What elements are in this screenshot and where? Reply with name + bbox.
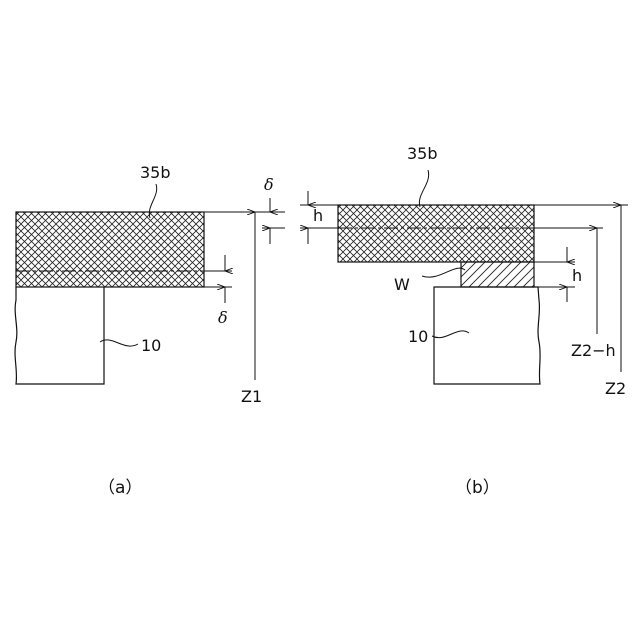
leader-w <box>422 268 465 277</box>
caption-a: （a） <box>98 478 142 498</box>
label-10-a: 10 <box>141 336 161 355</box>
label-delta-bottom-a: δ <box>218 308 228 327</box>
leader-10-b <box>432 331 469 338</box>
label-35b-b: 35b <box>407 144 438 163</box>
label-10-b: 10 <box>408 327 428 346</box>
leader-35b-b <box>419 170 428 207</box>
leader-10-a <box>100 340 138 346</box>
label-w: W <box>394 275 410 294</box>
figure-a: 35b 10 δ δ Z1 （a） <box>15 163 285 498</box>
figure-b: 35b W 10 h h Z2−h Z2 （b） <box>300 144 628 498</box>
label-h-top-b: h <box>313 206 323 225</box>
pad-35b-b <box>338 205 534 262</box>
label-delta-top-a: δ <box>264 175 274 194</box>
caption-b: （b） <box>455 478 500 498</box>
label-h-mid-b: h <box>572 266 582 285</box>
pad-35b-a <box>16 212 204 287</box>
label-z1: Z1 <box>241 387 262 406</box>
workpiece-w <box>461 262 534 287</box>
substrate-10-b <box>434 287 540 384</box>
substrate-10-a <box>15 287 104 384</box>
label-35b-a: 35b <box>140 163 171 182</box>
label-z2h: Z2−h <box>571 341 616 360</box>
label-z2: Z2 <box>605 379 626 398</box>
